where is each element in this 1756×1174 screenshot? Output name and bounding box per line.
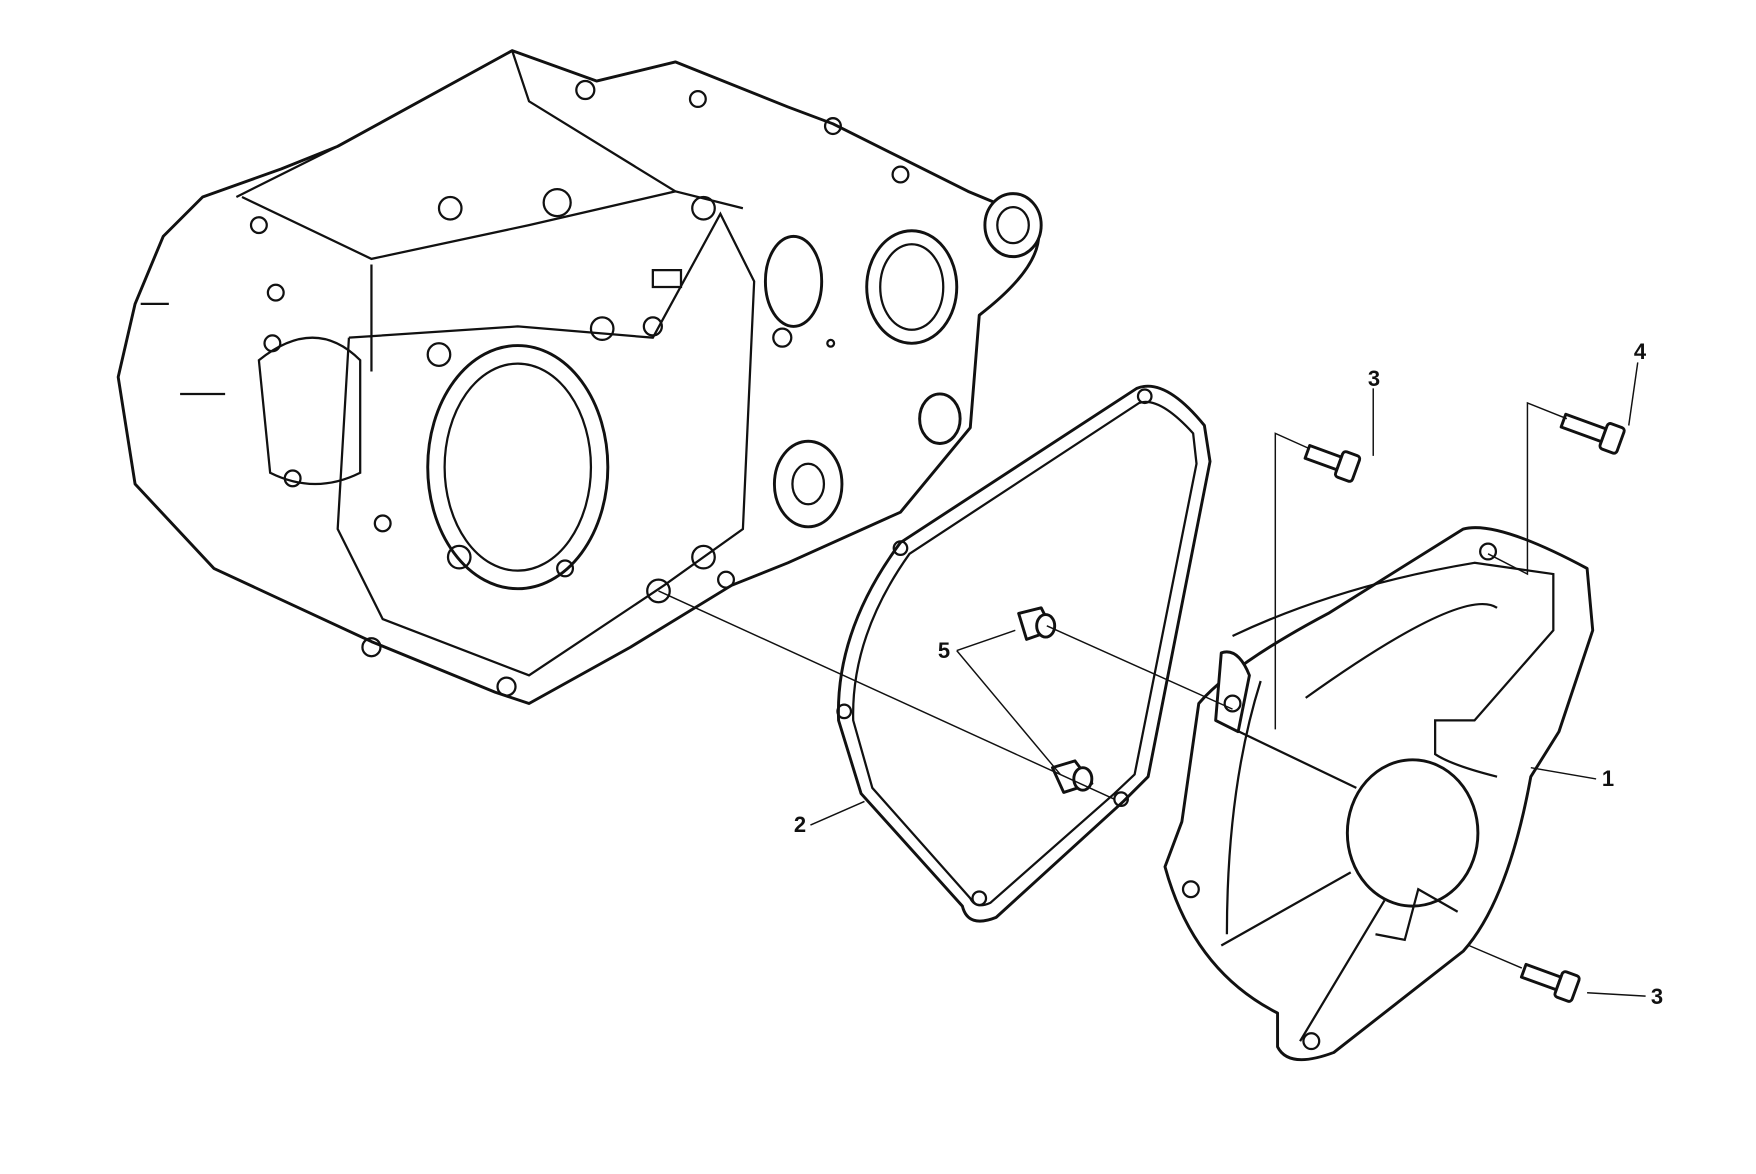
crankcase	[116, 49, 1043, 705]
callout-3-bolt-top: 3	[1367, 366, 1381, 391]
callout-1-cover: 1	[1601, 766, 1615, 791]
bolt-top	[1303, 444, 1362, 483]
ignition-cover	[1163, 526, 1595, 1062]
callout-2-gasket: 2	[793, 812, 807, 837]
callout-5-dowel-pins: 5	[937, 638, 951, 663]
bolt-long	[1559, 412, 1626, 455]
bolt-bottom	[1519, 962, 1581, 1003]
callout-4-bolt: 4	[1633, 339, 1647, 364]
leader-lines	[658, 362, 1646, 997]
callout-3-bolt-bottom: 3	[1650, 984, 1664, 1009]
